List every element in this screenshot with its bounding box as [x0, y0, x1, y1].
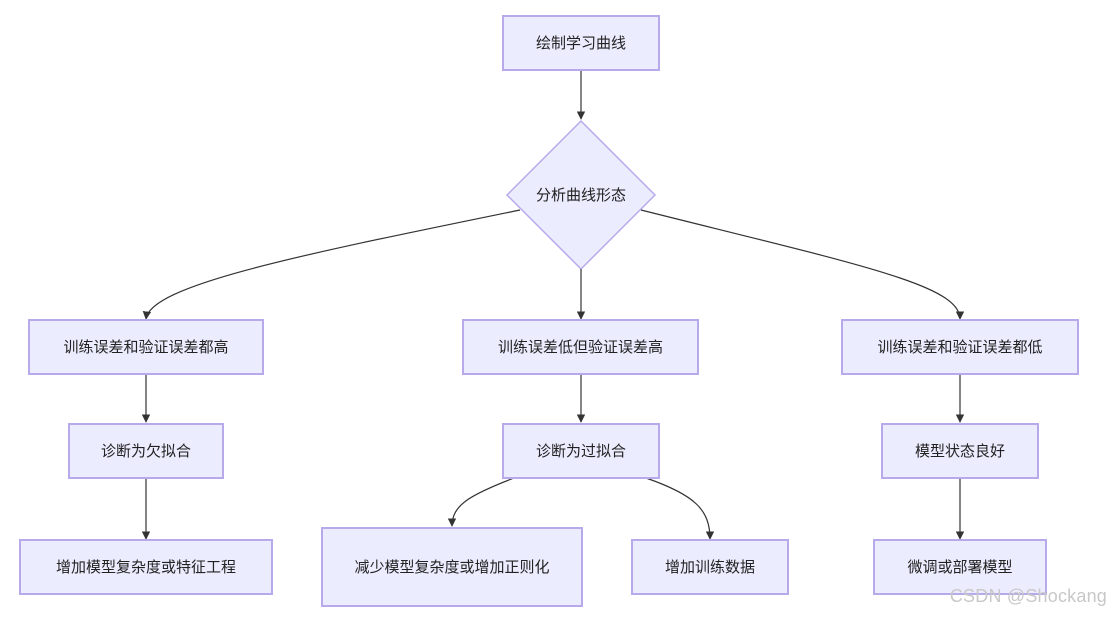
action-mid-1-label: 减少模型复杂度或增加正则化 [354, 557, 550, 576]
branch-mid-label: 训练误差低但验证误差高 [497, 337, 663, 356]
decision-label: 分析曲线形态 [536, 186, 626, 204]
start-node-label: 绘制学习曲线 [535, 33, 626, 52]
edge-decision-to-left [142, 209, 521, 320]
branch-mid-node: 训练误差低但验证误差高 [462, 319, 699, 375]
diag-right-node: 模型状态良好 [881, 423, 1039, 479]
branch-right-node: 训练误差和验证误差都低 [841, 319, 1079, 375]
edge-diag-mid-to-action-1 [447, 477, 515, 527]
branch-right-label: 训练误差和验证误差都低 [877, 337, 1043, 356]
branch-left-node: 训练误差和验证误差都高 [28, 319, 264, 375]
action-mid-2-label: 增加训练数据 [664, 557, 755, 576]
action-right-label: 微调或部署模型 [907, 557, 1013, 576]
action-right-node: 微调或部署模型 [873, 539, 1047, 595]
diag-mid-label: 诊断为过拟合 [535, 441, 626, 460]
action-mid-1-node: 减少模型复杂度或增加正则化 [321, 527, 583, 607]
watermark-text: CSDN @Shockang [949, 586, 1107, 606]
branch-left-label: 训练误差和验证误差都高 [63, 337, 229, 356]
action-mid-2-node: 增加训练数据 [631, 539, 789, 595]
diag-right-label: 模型状态良好 [914, 441, 1005, 460]
edge-diag-mid-to-action-2 [645, 477, 715, 540]
diag-left-label: 诊断为欠拟合 [100, 441, 191, 460]
action-left-label: 增加模型复杂度或特征工程 [55, 557, 236, 576]
start-node: 绘制学习曲线 [502, 15, 660, 71]
diag-left-node: 诊断为欠拟合 [68, 423, 224, 479]
diag-mid-node: 诊断为过拟合 [502, 423, 660, 479]
action-left-node: 增加模型复杂度或特征工程 [19, 539, 273, 595]
edge-decision-to-right [640, 209, 965, 320]
